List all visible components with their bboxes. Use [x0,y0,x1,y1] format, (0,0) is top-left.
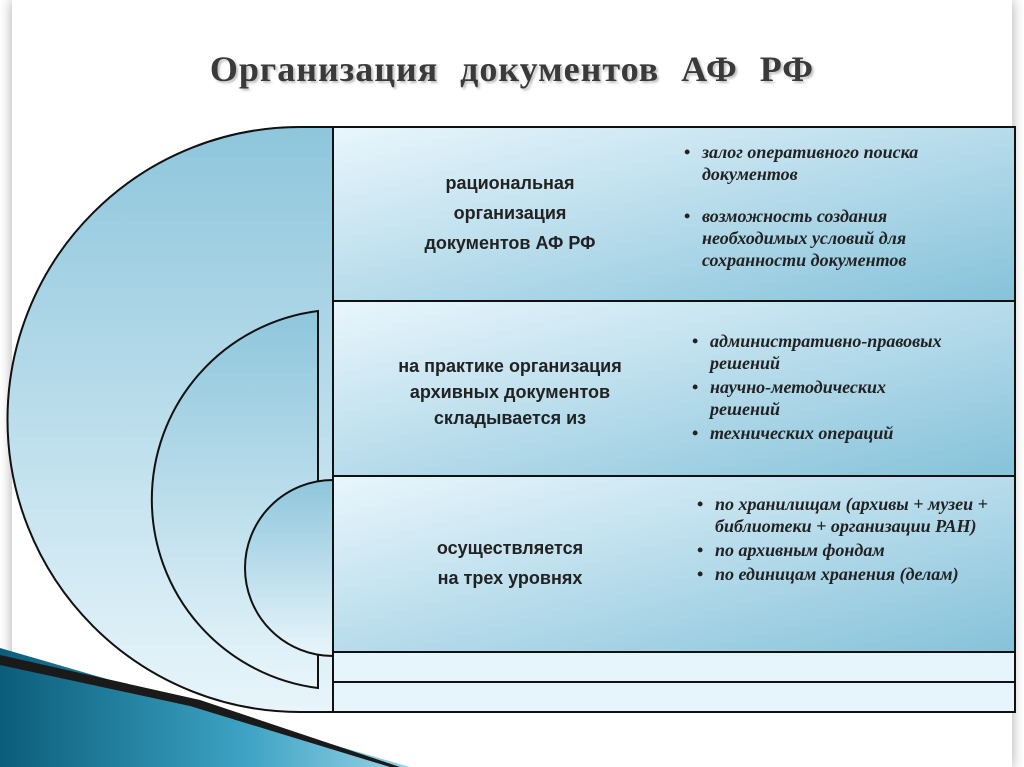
row-2-bullets: административно-правовых решений научно-… [692,330,942,446]
list-item: научно-методических решений [692,376,942,420]
row-2-label: на практике организация архивных докумен… [398,356,622,428]
list-item: административно-правовых решений [692,330,942,374]
list-item: по хранилищам (архивы + музеи + библиоте… [697,493,1007,537]
list-item: по единицам хранения (делам) [697,563,1007,585]
row-3-bullets: по хранилищам (архивы + музеи + библиоте… [697,493,1007,587]
inner-arc [244,478,334,658]
list-item: по архивным фондам [697,539,1007,561]
row-3-label: осуществляется на трех уровнях [436,538,584,588]
corner-decoration [0,648,410,767]
list-item: залог оперативного поиска документов [684,141,984,185]
list-item: технических операций [692,422,942,444]
row-1-label: рациональная организация документов АФ Р… [424,173,596,253]
list-item: возможность создания необходимых условий… [684,205,984,271]
row-4-bg [332,651,1016,683]
page-title: Организация документов АФ РФ [209,49,815,89]
row-5-bg [332,681,1016,713]
row-1-bullets: залог оперативного поиска документов воз… [684,141,984,291]
